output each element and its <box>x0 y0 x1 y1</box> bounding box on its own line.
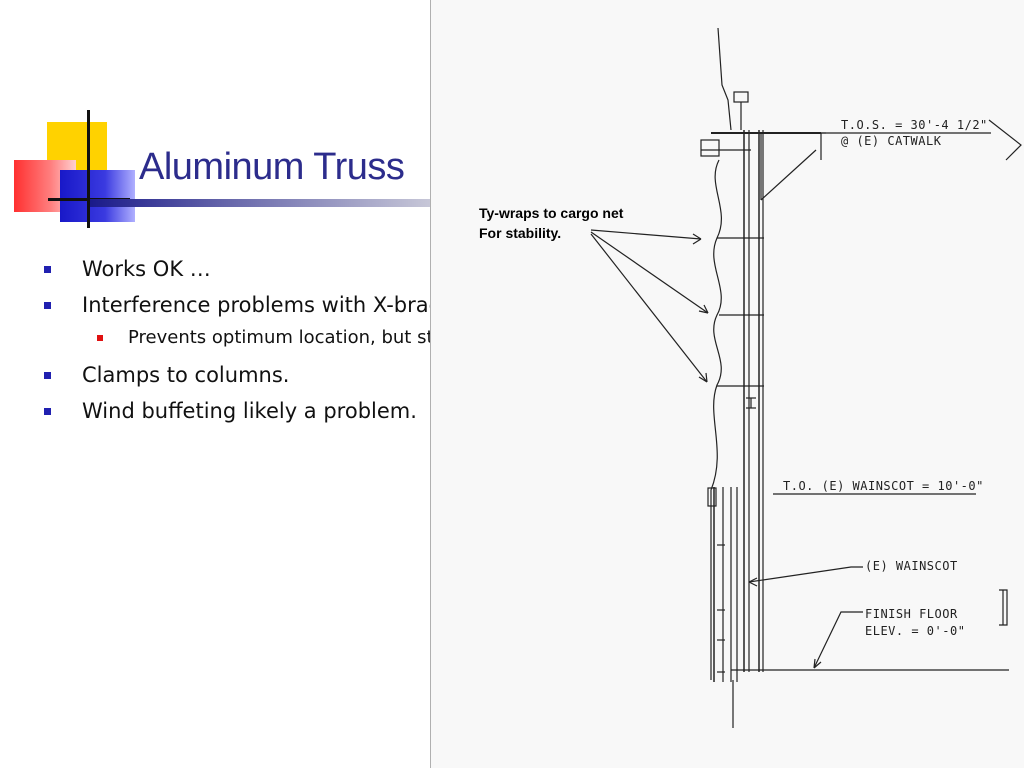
bullet-text: Clamps to columns. <box>82 363 290 387</box>
wainscot-label: (E) WAINSCOT <box>865 559 958 573</box>
title-underline <box>90 199 432 207</box>
bullet-square-icon <box>44 372 51 379</box>
tos-label: T.O.S. = 30'-4 1/2" <box>841 118 988 132</box>
technical-drawing: T.O.S. = 30'-4 1/2" @ (E) CATWALK T.O. (… <box>430 0 1024 768</box>
truss-elevation-drawing <box>590 27 1022 728</box>
sub-bullet-text: Prevents optimum location, but still OK. <box>128 327 486 348</box>
bullet-text: Wind buffeting likely a problem. <box>82 399 417 423</box>
sub-bullet-square-icon <box>97 335 103 341</box>
bullet-list: Works OK … Interference problems with X-… <box>44 254 486 432</box>
bullet-item: Works OK … <box>44 254 464 290</box>
ty-wrap-note-line2: For stability. <box>479 225 562 241</box>
ty-wrap-note: Ty-wraps to cargo net For stability. <box>479 203 623 243</box>
bullet-square-icon <box>44 266 51 273</box>
bullet-square-icon <box>44 302 51 309</box>
slide-title: Aluminum Truss <box>139 146 405 188</box>
finish-floor-label: FINISH FLOOR <box>865 607 958 621</box>
bullet-item: Clamps to columns. <box>44 360 464 396</box>
catwalk-label: @ (E) CATWALK <box>841 134 942 148</box>
logo-blue-square <box>60 170 135 222</box>
logo-vertical-line <box>87 110 90 228</box>
wainscot-top-label: T.O. (E) WAINSCOT = 10'-0" <box>783 479 984 493</box>
logo-horizontal-line <box>48 198 130 201</box>
bullet-item: Wind buffeting likely a problem. <box>44 396 464 432</box>
bullet-item: Interference problems with X-bracing. <box>44 290 479 326</box>
slide-logo <box>0 100 150 230</box>
ty-wrap-note-line1: Ty-wraps to cargo net <box>479 205 624 221</box>
sub-bullet-item: Prevents optimum location, but still OK. <box>44 326 486 360</box>
bullet-square-icon <box>44 408 51 415</box>
bullet-text: Interference problems with X-bracing. <box>82 293 480 317</box>
floor-elevation-label: ELEV. = 0'-0" <box>865 624 966 638</box>
bullet-text: Works OK … <box>82 257 211 281</box>
